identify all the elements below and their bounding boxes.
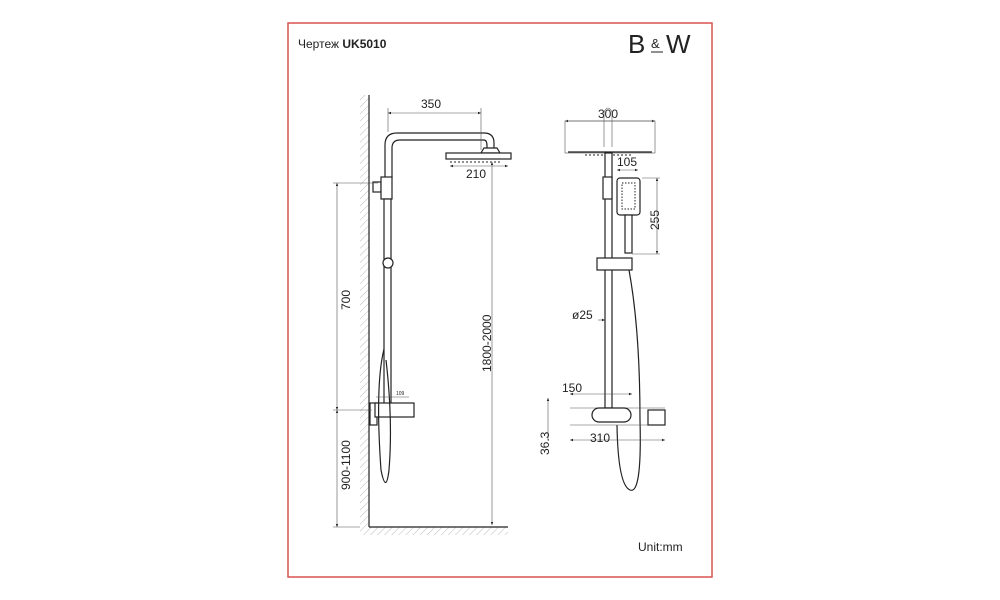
drawing-title: Чертеж UK5010 [298, 37, 387, 51]
rain-head-side [445, 152, 512, 160]
dim-350: 350 [421, 97, 441, 111]
dim-109: 109 [396, 391, 405, 397]
dim-900-1100: 900-1100 [339, 440, 353, 490]
wall [360, 95, 369, 527]
thermostat-side [374, 402, 415, 418]
unit-label: Unit:mm [638, 540, 683, 554]
svg-text:W: W [666, 29, 691, 59]
brand-logo: B & W [628, 29, 691, 59]
thermostat-control [591, 407, 632, 423]
dim-1800-2000: 1800-2000 [480, 314, 494, 372]
dim-210: 210 [466, 167, 486, 181]
dim-255: 255 [648, 210, 662, 230]
floor [360, 527, 508, 535]
overhead-arm [384, 132, 495, 178]
svg-text:&: & [651, 36, 660, 51]
dim-36-3: 36.3 [538, 431, 552, 455]
slider [596, 257, 633, 271]
dim-150: 150 [562, 381, 582, 395]
hose-front [616, 269, 641, 491]
hose-side [378, 348, 392, 484]
drawing-frame [287, 22, 713, 578]
side-view: 109 350 210 700 900-1100 1800-2000 [333, 95, 512, 535]
svg-text:B: B [628, 29, 646, 59]
front-view: 300 105 255 ø25 150 310 36.3 [538, 107, 666, 491]
dim-700: 700 [339, 290, 353, 310]
dim-300: 300 [598, 107, 618, 121]
dim-105: 105 [617, 155, 637, 169]
rain-head-front [564, 120, 656, 154]
dim-310: 310 [590, 431, 610, 445]
dim-diameter-25: ø25 [572, 308, 593, 322]
top-bracket [380, 176, 393, 200]
